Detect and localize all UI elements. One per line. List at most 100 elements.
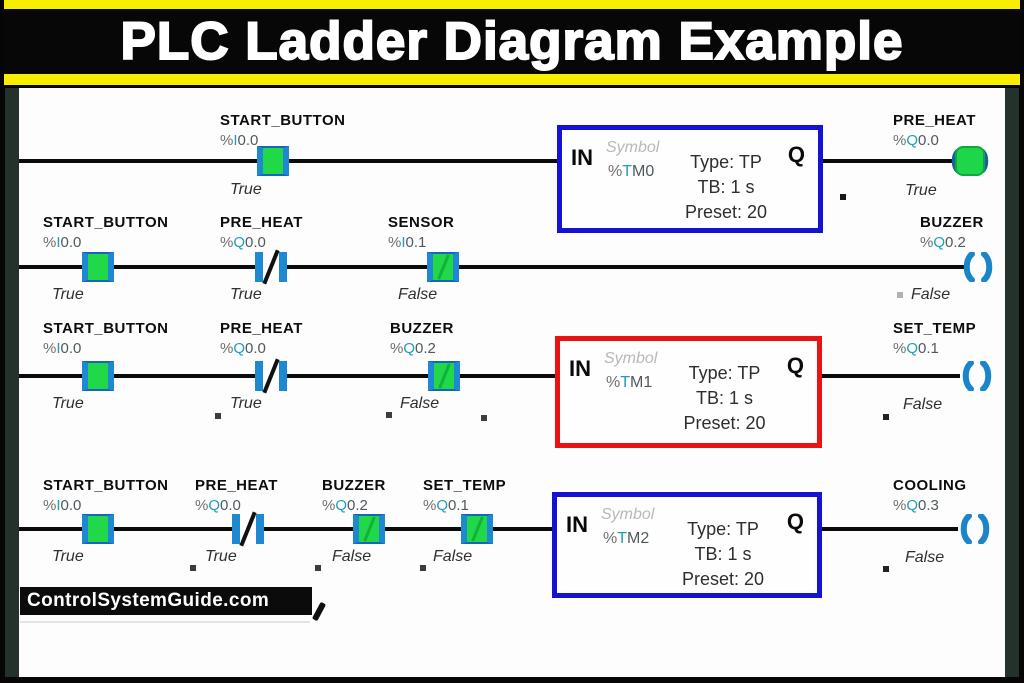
label-buzzer-coil: BUZZER %Q0.2 — [920, 214, 984, 251]
right-power-rail — [1005, 88, 1019, 677]
device-name: START_BUTTON — [43, 214, 169, 231]
label-sensor-r2: SENSOR %I0.1 — [388, 214, 454, 251]
artifact-dot — [840, 194, 846, 200]
label-pre-heat-coil: PRE_HEAT %Q0.0 — [893, 112, 976, 149]
artifact-dot — [481, 415, 487, 421]
device-address: %Q0.2 — [920, 234, 966, 251]
timer-q-label: Q — [786, 353, 804, 378]
state-pre-heat-coil: True — [905, 182, 937, 199]
device-address: %Q0.1 — [423, 497, 469, 514]
timer-timebase: TB: 1 s — [695, 388, 753, 408]
timer-preset: Preset: 20 — [684, 202, 768, 222]
page-title: PLC Ladder Diagram Example — [120, 11, 904, 72]
device-name: PRE_HEAT — [220, 214, 303, 231]
device-name: BUZZER — [920, 214, 984, 231]
ladder-canvas — [5, 88, 1019, 677]
state-sensor-r2: False — [398, 286, 438, 303]
state-start-button-r3: True — [52, 395, 84, 412]
label-buzzer-r4: BUZZER %Q0.2 — [322, 477, 386, 514]
timer-type: Type: TP — [690, 152, 762, 172]
timer-in-label: IN — [566, 512, 588, 537]
timer-parameters: Type: TP TB: 1 s Preset: 20 — [662, 150, 790, 225]
device-name: START_BUTTON — [43, 320, 169, 337]
label-pre-heat-r4: PRE_HEAT %Q0.0 — [195, 477, 278, 514]
timer-timebase: TB: 1 s — [694, 544, 752, 564]
timer-in-label: IN — [569, 356, 591, 381]
coil-cooling — [956, 513, 994, 549]
rung-4-wire-right — [820, 527, 958, 531]
contact-pre-heat-nc-r3 — [255, 358, 287, 394]
timer-tag: %TM2 — [603, 530, 650, 547]
device-address: %Q0.2 — [322, 497, 368, 514]
contact-buzzer-nc-r4 — [353, 514, 385, 544]
coil-buzzer — [959, 251, 997, 287]
timer-tag: %TM1 — [606, 374, 653, 391]
artifact-dot — [420, 565, 426, 571]
state-set-temp-r4: False — [433, 548, 473, 565]
timer-symbol-label: Symbol — [601, 506, 655, 523]
timer-q-label: Q — [786, 509, 804, 534]
device-name: BUZZER — [322, 477, 386, 494]
contact-sensor-nc-r2 — [427, 252, 459, 282]
device-name: START_BUTTON — [43, 477, 169, 494]
artifact-dot — [897, 292, 903, 298]
device-address: %Q0.0 — [220, 340, 266, 357]
device-address: %Q0.1 — [893, 340, 939, 357]
artifact-dot — [883, 566, 889, 572]
state-buzzer-r3: False — [400, 395, 440, 412]
device-address: %I0.0 — [43, 340, 82, 357]
artifact-dot — [386, 412, 392, 418]
rung-2-wire — [19, 265, 965, 269]
device-name: BUZZER — [390, 320, 454, 337]
device-name: SET_TEMP — [423, 477, 507, 494]
timer-in-label: IN — [571, 145, 593, 170]
rung-3-wire-right — [820, 374, 960, 378]
device-address: %I0.0 — [43, 234, 82, 251]
state-pre-heat-r3: True — [230, 395, 262, 412]
device-address: %I0.0 — [43, 497, 82, 514]
timer-block-tm2: IN Symbol %TM2 Q Type: TP TB: 1 s Preset… — [552, 492, 822, 598]
device-address: %Q0.0 — [893, 132, 939, 149]
rung-3-wire-left — [19, 374, 557, 378]
state-buzzer-coil: False — [911, 286, 951, 303]
state-set-temp-coil: False — [903, 396, 943, 413]
title-banner: PLC Ladder Diagram Example — [4, 0, 1020, 85]
label-pre-heat-r3: PRE_HEAT %Q0.0 — [220, 320, 303, 357]
timer-block-tm0: IN Symbol %TM0 Q Type: TP TB: 1 s Preset… — [557, 125, 823, 233]
timer-parameters: Type: TP TB: 1 s Preset: 20 — [657, 517, 789, 592]
timer-q-label: Q — [787, 142, 805, 167]
state-cooling-coil: False — [905, 549, 945, 566]
watermark-badge: ControlSystemGuide.com — [20, 587, 312, 615]
contact-start-button-r2 — [82, 252, 114, 282]
device-name: START_BUTTON — [220, 112, 346, 129]
artifact-dot — [190, 565, 196, 571]
device-address: %Q0.2 — [390, 340, 436, 357]
label-buzzer-r3: BUZZER %Q0.2 — [390, 320, 454, 357]
device-address: %Q0.0 — [195, 497, 241, 514]
state-pre-heat-r4: True — [205, 548, 237, 565]
contact-buzzer-nc-r3 — [428, 361, 460, 391]
artifact-dot — [215, 413, 221, 419]
timer-block-tm1: IN Symbol %TM1 Q Type: TP TB: 1 s Preset… — [555, 336, 822, 448]
rung-1-wire-left — [19, 159, 559, 163]
timer-preset: Preset: 20 — [681, 569, 765, 589]
device-name: COOLING — [893, 477, 967, 494]
state-start-button-r2: True — [52, 286, 84, 303]
state-pre-heat-r2: True — [230, 286, 262, 303]
artifact-dot — [883, 414, 889, 420]
device-name: PRE_HEAT — [195, 477, 278, 494]
contact-set-temp-nc-r4 — [461, 514, 493, 544]
title-banner-inner: PLC Ladder Diagram Example — [4, 9, 1020, 74]
timer-symbol-label: Symbol — [606, 139, 660, 156]
device-address: %I0.1 — [388, 234, 427, 251]
contact-pre-heat-nc-r4 — [232, 511, 264, 547]
coil-set-temp — [958, 360, 996, 396]
device-name: PRE_HEAT — [893, 112, 976, 129]
rung-1-wire-right — [821, 159, 954, 163]
device-name: PRE_HEAT — [220, 320, 303, 337]
device-address: %Q0.3 — [893, 497, 939, 514]
contact-pre-heat-nc-r2 — [255, 249, 287, 285]
rung-4-wire-left — [19, 527, 554, 531]
label-pre-heat-r2: PRE_HEAT %Q0.0 — [220, 214, 303, 251]
